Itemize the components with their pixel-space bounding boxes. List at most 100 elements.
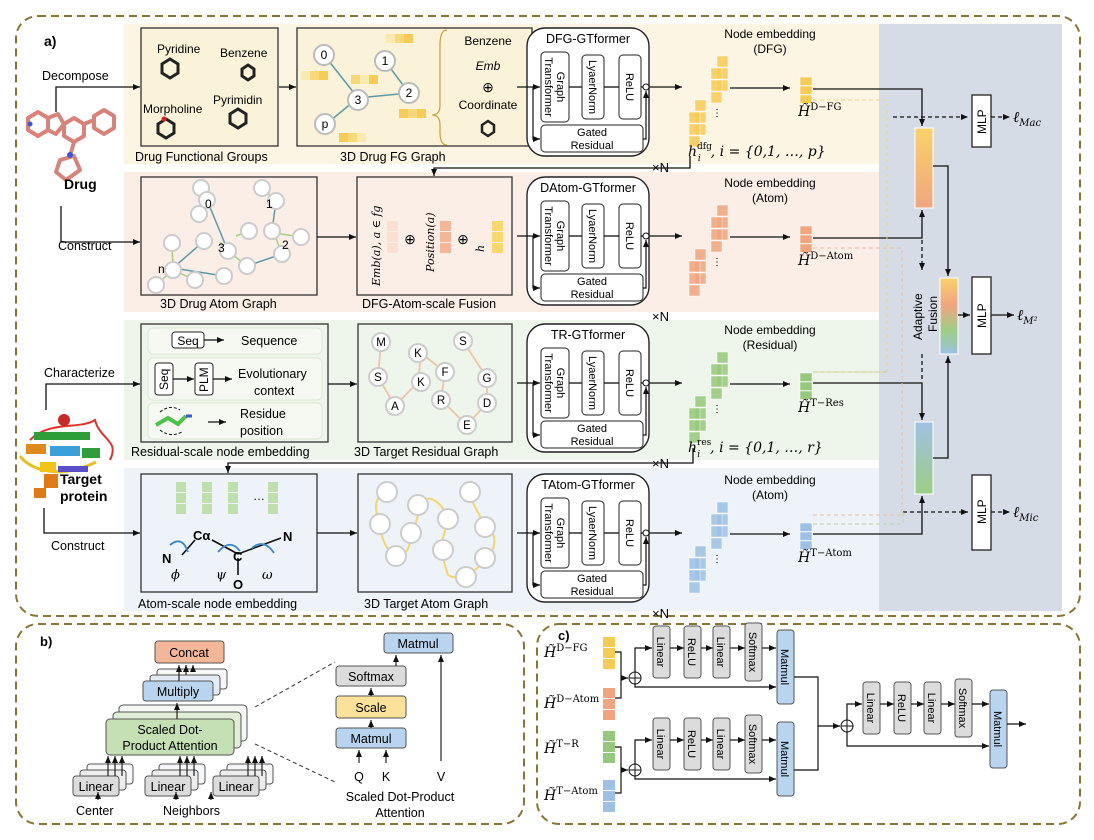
panel-c-border: [536, 623, 1081, 825]
panel-c-matmul-block: [776, 721, 795, 797]
concat-block: Concat: [154, 640, 225, 664]
protein-label-line1: Target: [60, 471, 102, 487]
residue-label-line1: Residue: [240, 407, 286, 421]
svg-text:Matmul: Matmul: [351, 732, 392, 746]
drug-atom-graph-box: 0 1 2 3 n 3D Drug Atom Graph: [140, 176, 318, 311]
target-atom-graph-box: 3D Target Atom Graph: [357, 473, 513, 611]
panel-a-label: a): [44, 33, 56, 49]
svg-text:Linear: Linear: [714, 637, 726, 668]
panel-c-relu-block: [683, 625, 702, 679]
gtformer-title: TAtom-GTformer: [541, 478, 635, 492]
svg-text:Node embedding: Node embedding: [724, 27, 815, 41]
svg-text:ReLU: ReLU: [895, 694, 907, 722]
construct-protein-arrow: [43, 508, 140, 536]
residue-node: E: [463, 420, 471, 432]
svg-text:MLP: MLP: [975, 303, 989, 328]
h-tilde-label: H̃D−FG: [797, 102, 842, 120]
angle-omega: ω: [262, 568, 273, 583]
seq-label-vertical: Seq: [157, 369, 171, 390]
times-n-label: ×N: [652, 309, 669, 324]
seq-label: Seq: [177, 334, 198, 348]
svg-text:Linear: Linear: [151, 780, 186, 794]
svg-text:Linear: Linear: [654, 729, 666, 760]
fusion-input-t-r: H̃T−R: [543, 731, 615, 763]
panel-c-relu-block: [683, 717, 702, 771]
svg-text:MLP: MLP: [975, 109, 989, 134]
residue-node: A: [391, 401, 399, 413]
atom-node-2: 2: [282, 238, 289, 252]
panel-c-softmax-block: [744, 622, 763, 682]
protein-structure-icon: [18, 414, 114, 498]
backbone-atom-c: C: [233, 549, 243, 564]
fg-name-pyrimidin: Pyrimidin: [213, 93, 262, 107]
panel-c-linear-block: [862, 681, 881, 735]
svg-text:⋮: ⋮: [712, 108, 722, 119]
backbone-atom-n2: N: [283, 529, 292, 544]
layernorm-block: LyaerNorm: [586, 506, 598, 560]
arrow-res-index-to-atom-emb: [225, 448, 694, 473]
emb-label: Emb: [476, 59, 501, 73]
pyrimidin-ring-icon: [228, 107, 248, 130]
arrow-dfg-index-to-fusion: [431, 156, 691, 176]
characterize-label: Characterize: [44, 366, 115, 380]
node-embedding-row4: Node embedding(Atom)⋮H̃T−Atom: [688, 473, 852, 594]
drug-fg-graph-box: 0 1 2 3 p Benzene Emb ⊕ Coordinate 3D Dr…: [296, 27, 533, 164]
svg-text:Multiply: Multiply: [157, 685, 200, 699]
relu-block: ReLU: [623, 222, 635, 250]
residual-embedding-box: Seq Sequence Seq PLM Evolutionary contex…: [131, 323, 329, 459]
fg-box-caption: Drug Functional Groups: [135, 150, 268, 164]
drug-label: Drug: [64, 176, 97, 192]
characterize-arrow: [45, 381, 140, 410]
svg-text:(Atom): (Atom): [752, 191, 788, 205]
svg-text:Softmax: Softmax: [348, 670, 395, 684]
coordinate-ring-icon: [480, 119, 496, 138]
drug-molecule-icon: [26, 108, 116, 182]
adaptive-fusion-label-1: Adaptive: [911, 293, 925, 340]
residue-node: M: [376, 337, 386, 349]
svg-text:Concat: Concat: [169, 646, 209, 660]
panel-b-label: b): [40, 634, 52, 649]
pyridine-ring-icon: [160, 57, 180, 80]
svg-text:Q: Q: [354, 770, 364, 784]
atom-node-3: 3: [218, 241, 225, 255]
svg-text:Linear: Linear: [79, 780, 114, 794]
fusion-term-emb: Emb(a), a ∈ fg: [370, 206, 383, 287]
arrow-fusion-top-to-mid: [933, 165, 951, 276]
svg-text:Linear: Linear: [714, 729, 726, 760]
svg-text:Attention: Attention: [375, 806, 424, 820]
construct-drug-label: Construct: [58, 239, 112, 253]
arrow-tatom-to-fusion-bottom: [813, 496, 925, 535]
mlp-mic: MLP: [971, 474, 992, 551]
h-tilde-label: H̃D−Atom: [797, 251, 854, 269]
residue-label-line2: position: [240, 424, 283, 438]
h-tilde-label: H̃T−Res: [797, 398, 844, 416]
detail-matmul-top: [383, 632, 454, 654]
svg-text:Gated: Gated: [577, 127, 607, 139]
residue-node: F: [441, 367, 448, 379]
svg-text:Matmul: Matmul: [778, 741, 790, 777]
panel-c-linear-block: [923, 681, 942, 735]
svg-text:H̃T−Atom: H̃T−Atom: [543, 786, 598, 804]
panel-c-matmul-block: [776, 629, 795, 705]
atom-emb-ellipsis: …: [253, 489, 265, 503]
evolutionary-label-line1: Evolutionary: [238, 367, 308, 381]
atom-node-n: n: [158, 262, 165, 276]
construct-drug-arrow: [60, 206, 140, 245]
residual-graph-caption: 3D Target Residual Graph: [354, 445, 498, 459]
gtformer-title: DFG-GTformer: [546, 32, 630, 46]
node-embedding-row2: Node embedding(Atom)⋮H̃D−Atom: [688, 176, 854, 297]
svg-text:ReLU: ReLU: [685, 638, 697, 666]
fusion-panel-bg: [879, 24, 1062, 611]
sdpa-detail: Matmul Softmax Scale Matmul Q K V Scaled…: [335, 632, 455, 820]
residue-stick-icon: [154, 406, 192, 436]
emb-plus: ⊕: [482, 79, 494, 95]
atom-embedding-caption: Atom-scale node embedding: [138, 597, 297, 611]
backbone-atom-o: O: [233, 577, 243, 592]
